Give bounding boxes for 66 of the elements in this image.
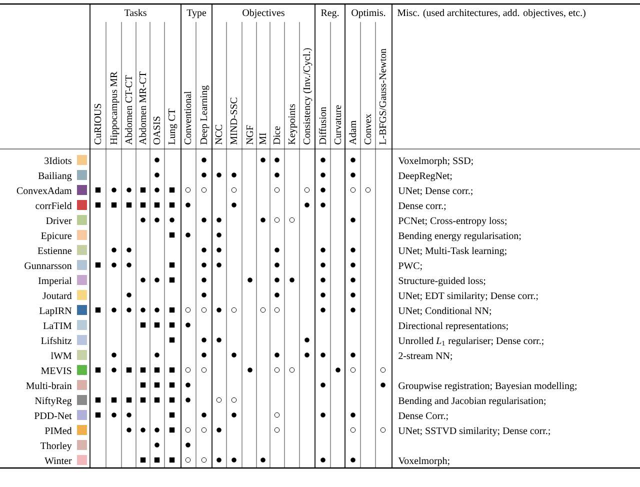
group-header: Optimis. [352,9,386,18]
column-header: NCC [215,124,222,145]
misc-text: Voxelmorph; [398,457,450,466]
column-header: Lung CT [168,108,178,145]
column-header: MIND-SSC [230,98,238,145]
team-name: Thorley [40,442,72,452]
team-name: Estienne [38,247,72,254]
team-name: Bailiang [38,172,72,182]
column-header: MI [259,132,266,145]
group-header: Reg. [321,9,339,18]
team-name: LapIRN [39,307,72,316]
column-header: OASIS [153,116,160,144]
column-header: Dice [273,126,280,145]
column-header: Deep Learning [200,86,210,145]
misc-text: Directional representations; [398,322,508,332]
group-header: Type [186,9,206,18]
misc-text: Unrolled L$_{1}$ regulariser; Dense corr.; [398,337,544,346]
misc-text: PWC; [398,262,422,271]
team-name: MEVIS [41,367,72,374]
misc-text: UNet; Dense corr.; [398,187,472,196]
misc-text: Groupwise registration; Bayesian modelling; [398,382,576,392]
group-header: Misc. (used architectures, add. objectives, etc.) [397,9,586,18]
column-header: L-BFGS/Gauss-Newton [379,48,386,145]
misc-text: Dense corr.; [398,202,446,211]
team-name: LaTIM [43,322,72,330]
team-name: Gunnarsson [24,262,72,270]
column-header: Keypoints [288,104,298,145]
team-name: Joutard [42,292,72,300]
team-name: Imperial [38,277,72,286]
column-header: Curvature [334,105,342,144]
team-name: corrField [36,202,72,210]
misc-text: PCNet; Cross-entropy loss; [398,217,506,226]
column-header: NGF [246,125,254,145]
column-header: Hippocampus MR [110,71,120,145]
column-header: Abdomen MR-CT [139,72,146,145]
team-name: NiftyReg [35,396,72,406]
misc-text: UNet; EDT similarity; Dense corr.; [398,292,538,302]
misc-text: 2-stream NN; [398,352,452,361]
misc-text: UNet; SSTVD similarity; Dense corr.; [398,427,550,436]
column-header: Consistency (Inv./Cycl.) [303,48,312,144]
group-header: Tasks [124,9,146,16]
misc-text: Bending energy regularisation; [398,232,521,242]
team-name: Winter [44,457,72,464]
team-name: PDD-Net [34,412,72,420]
column-header: Conventional [184,91,192,144]
column-header: Diffusion [319,106,326,145]
misc-text: UNet; Multi-Task learning; [398,247,506,256]
column-header: CuRIOUS [94,104,102,144]
team-name: PIMed [44,427,72,434]
misc-text: Structure-guided loss; [398,277,486,286]
team-name: ConvexAdam [16,187,72,194]
misc-text: UNet; Conditional NN; [398,307,491,316]
team-name: Epicure [41,232,72,242]
team-name: 3Idiots [44,157,72,164]
misc-text: Dense Corr.; [398,412,448,421]
team-name: Lifshitz [41,336,72,344]
column-header: Adam [349,120,356,145]
column-header: Abdomen CT-CT [125,75,132,145]
team-name: Multi-brain [26,382,72,390]
column-header: Convex [364,114,372,144]
misc-text: Bending and Jacobian regularisation; [398,397,546,406]
misc-text: DeepRegNet; [398,172,452,182]
group-header: Objectives [242,9,284,18]
team-name: Driver [46,217,72,224]
misc-text: Voxelmorph; SSD; [398,157,473,166]
team-name: lWM [50,352,72,360]
